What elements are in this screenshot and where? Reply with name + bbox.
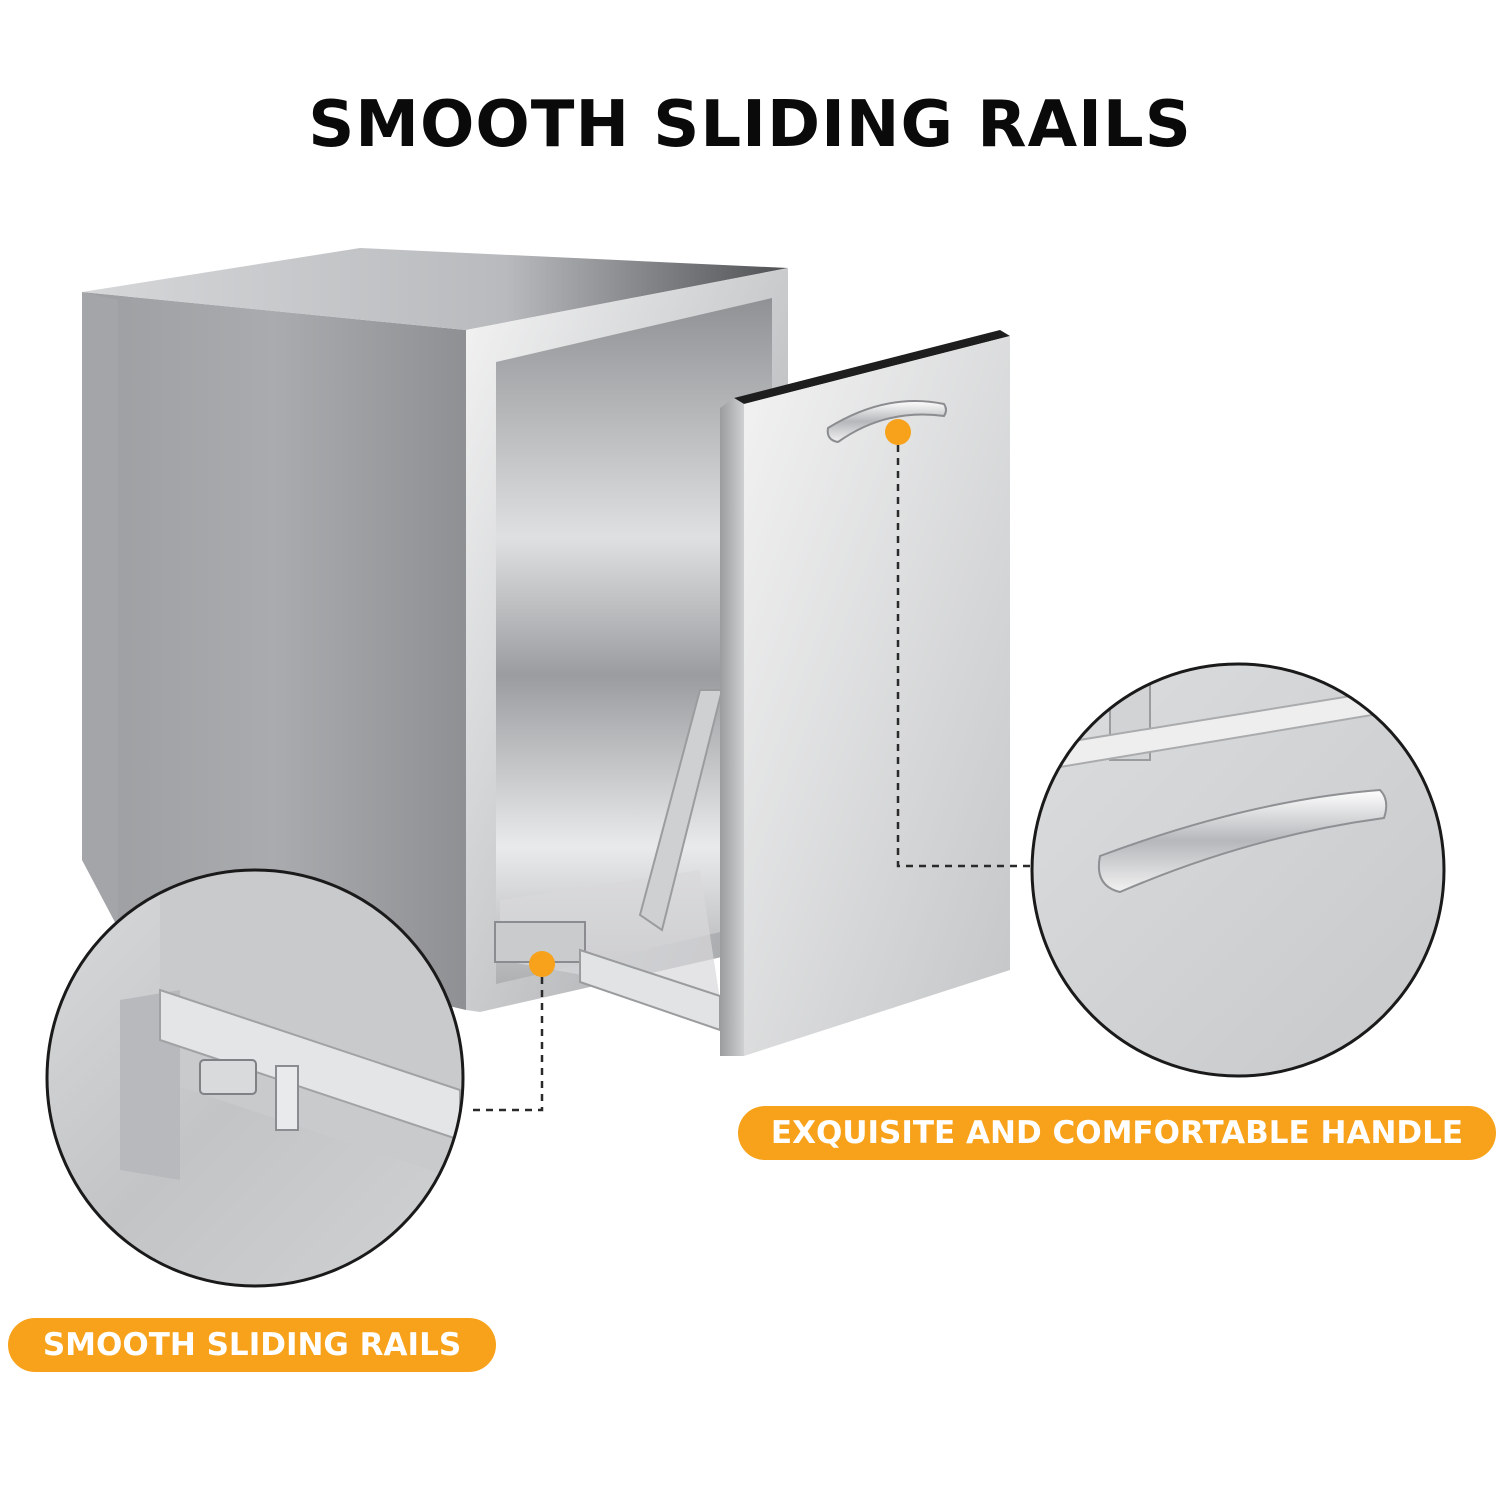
callout-handle-label: EXQUISITE AND COMFORTABLE HANDLE: [738, 1106, 1496, 1160]
callout-rails-label: SMOOTH SLIDING RAILS: [8, 1318, 496, 1372]
page-title: SMOOTH SLIDING RAILS: [308, 88, 1192, 162]
